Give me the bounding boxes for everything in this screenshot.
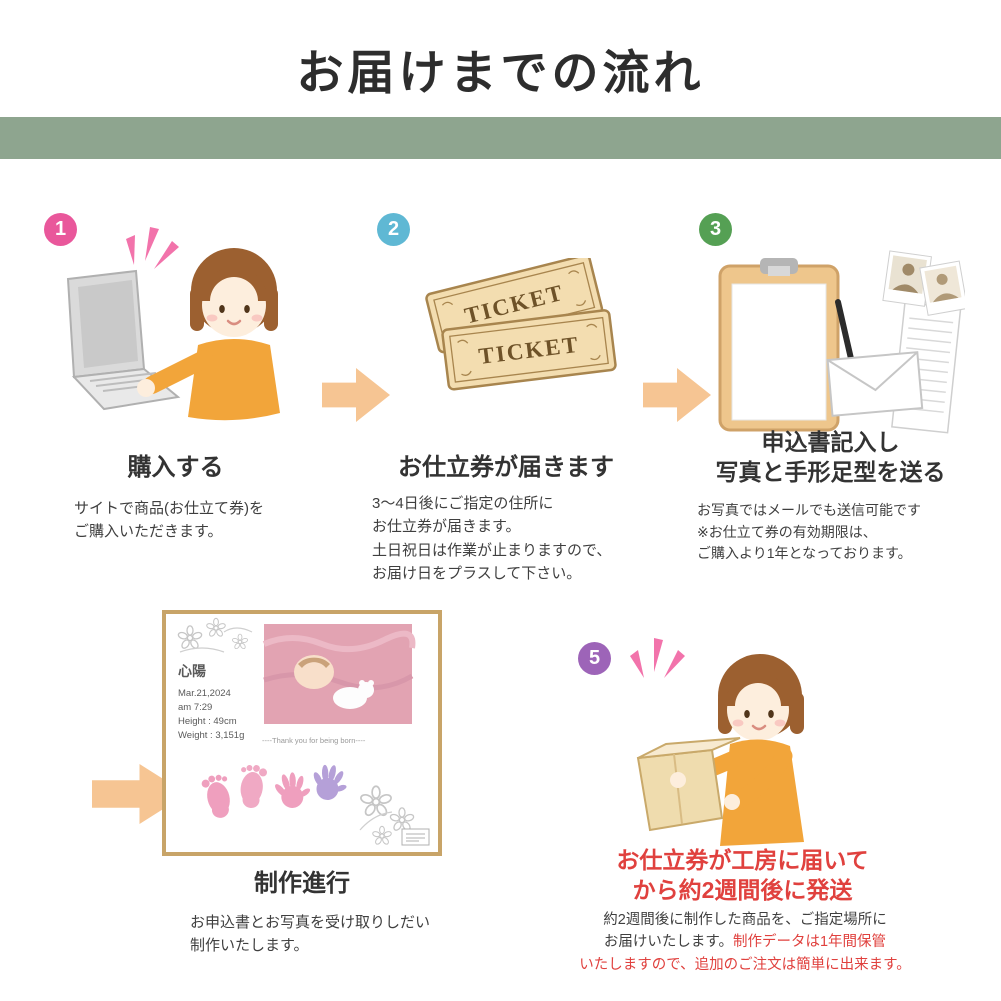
birth-data-text: 心陽 Mar.21,2024 am 7:29 Height : 49cm Wei… — [178, 663, 244, 741]
step-4-description: お申込書とお写真を受け取りしだい 制作いたします。 — [190, 914, 431, 955]
frame-caption: ----Thank you for being born---- — [262, 736, 366, 745]
birth-date: Mar.21,2024 — [178, 688, 231, 699]
birth-poster-product-photo: 心陽 Mar.21,2024 am 7:29 Height : 49cm Wei… — [162, 610, 442, 856]
arrow-right-icon — [322, 368, 390, 422]
excitement-marks-icon — [126, 227, 179, 269]
floral-decoration-bottom — [358, 785, 416, 846]
clipboard-icon — [718, 258, 840, 432]
woman-figure — [137, 248, 280, 421]
woman-at-laptop-illustration — [66, 227, 280, 421]
excitement-marks-icon — [630, 638, 685, 678]
step-5-heading: お仕立券が工房に届いて から約2週間後に発送 — [616, 847, 869, 903]
step-1-heading: 購入する — [127, 454, 224, 481]
step-1-badge: 1 — [44, 213, 77, 246]
hand — [670, 772, 686, 788]
step-2-heading: お仕立券が届きます — [398, 454, 614, 481]
maker-stamp — [401, 828, 430, 846]
cardboard-box-icon — [636, 737, 741, 832]
photo-prints — [882, 250, 965, 316]
step-3-heading: 申込書記入し 写真と手形足型を送る — [715, 429, 946, 485]
arrow-right-icon — [643, 368, 711, 422]
birth-height: Height : 49cm — [178, 716, 237, 727]
green-divider-band — [0, 117, 1001, 159]
ticket-front: TICKET — [441, 309, 617, 391]
step-2-description: 3〜4日後にご指定の住所に お仕立券が届きます。 土日祝日は作業が止まりますので… — [372, 495, 612, 582]
woman-shipping-box-illustration — [630, 638, 804, 846]
page-title: お届けまでの流れ — [296, 48, 705, 100]
step-3-badge: 3 — [699, 213, 732, 246]
floral-decoration-top — [176, 617, 253, 653]
hand — [724, 794, 740, 810]
birth-time: am 7:29 — [178, 702, 212, 713]
tickets-illustration: TICKET TICKET — [425, 258, 617, 391]
step-4-heading: 制作進行 — [254, 870, 350, 897]
step-3-description: お写真ではメールでも送信可能です ※お仕立て券の有効期限は、 ご購入より1年とな… — [697, 502, 921, 562]
footprints-and-handprints — [201, 764, 347, 818]
birth-weight: Weight : 3,151g — [178, 730, 244, 741]
envelope-icon — [826, 351, 924, 417]
step-5-description-red: 制作データは1年間保管 いたしますので、追加のご注文は簡単に出来ます。 — [579, 934, 911, 973]
step-5-badge: 5 — [578, 642, 611, 675]
step-1-description: サイトで商品(お仕立て券)を ご購入いただきます。 — [74, 500, 264, 541]
step-2-badge: 2 — [377, 213, 410, 246]
baby-photo — [262, 624, 416, 724]
step-5-description-dark: 約2週間後に制作した商品を、ご指定場所に お届けいたします。 — [603, 912, 887, 951]
baby-name: 心陽 — [178, 663, 206, 679]
clipboard-and-mail-illustration — [718, 250, 965, 434]
step-5-description: 約2週間後に制作した商品を、ご指定場所に お届けいたします。制作データは1年間保… — [545, 909, 945, 976]
